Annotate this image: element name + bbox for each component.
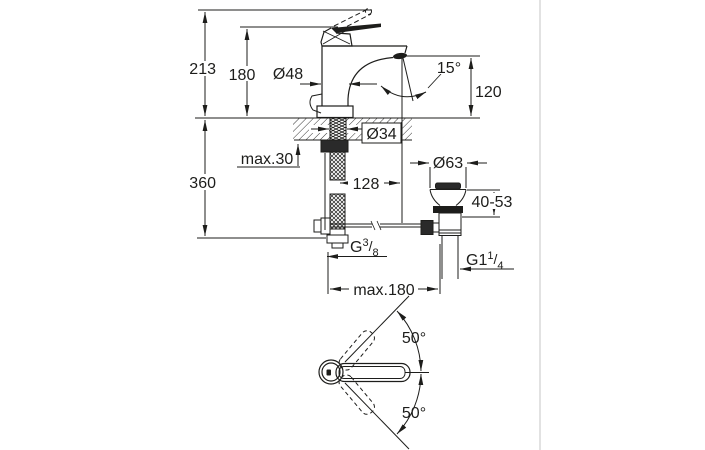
dim-body-diameter: Ø48 [273,66,303,83]
pop-up-rod [313,217,421,235]
raised-lever-dashed [333,8,372,31]
dim-lever-height: 180 [229,67,256,84]
dim-spout-height: 120 [475,84,502,101]
aerator [393,52,407,60]
mounting-nut [320,139,349,153]
waste-plug [435,182,461,190]
dim-supply-thread: G3/8 [350,237,379,259]
dim-swivel-down: 50° [402,405,426,422]
dimension-annotations [197,9,514,294]
waste-gasket [433,206,463,213]
dim-hole-diameter: Ø34 [366,126,396,143]
rod-knob [420,220,434,235]
handle-swivel-top-view [318,295,429,450]
dim-basin-thickness: 40-53 [472,194,513,211]
dim-spout-offset: 128 [353,176,380,193]
hose-end-fitting [326,228,349,249]
counter-section [195,117,480,153]
swivel-angle-annotation [344,295,429,450]
dim-below-deck-height: 360 [189,175,216,192]
pop-up-rod-knob [309,93,323,114]
threaded-shank [330,118,346,140]
dim-waste-thread: G11/4 [466,250,503,272]
dim-rod-reach: max.180 [353,282,414,299]
handle-swivel-positions-dashed [338,330,375,415]
cartridge-circle [318,359,344,385]
dim-waste-flange-diameter: Ø63 [433,155,463,172]
supply-hoses [313,151,421,249]
dim-deck-thickness: max.30 [241,151,294,168]
faucet-body [309,45,408,119]
dim-swivel-up: 50° [402,330,426,347]
dim-stream-angle: 15° [437,60,461,77]
dim-overall-height: 213 [189,61,216,78]
dimension-texts: 213 180 Ø48 15° 120 Ø34 max.30 360 128 Ø… [182,59,515,299]
faucet-side-view [309,8,408,119]
pop-up-waste [420,182,467,279]
